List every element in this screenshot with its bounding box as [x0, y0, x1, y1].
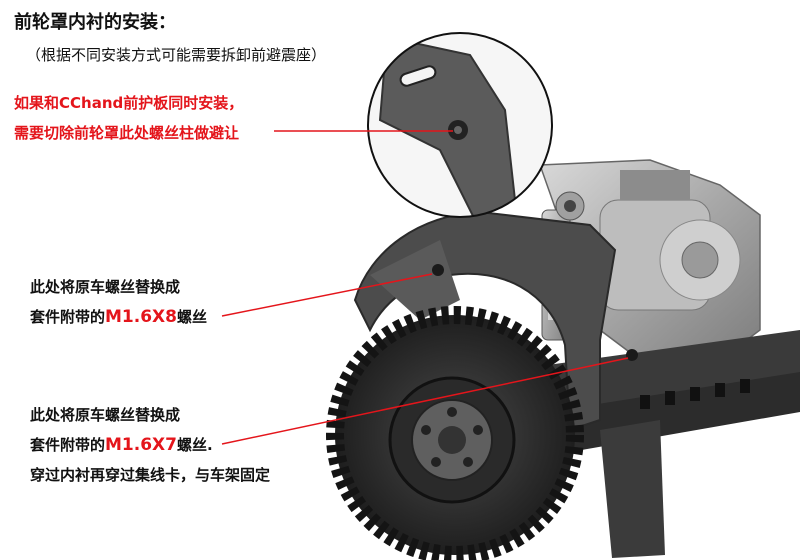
upper-screw-note-line1: 此处将原车螺丝替换成	[30, 278, 181, 296]
lower-screw-prefix: 套件附带的	[30, 436, 106, 454]
lower-screw-note-line3: 穿过内衬再穿过集线卡，与车架固定	[30, 466, 271, 484]
upper-screw-suffix: 螺丝	[176, 308, 207, 326]
lower-screw-size: M1.6X7	[105, 435, 177, 455]
fender-liner	[353, 210, 638, 432]
zoom-detail-circle	[367, 32, 553, 218]
conflict-note-line2: 需要切除前轮罩此处螺丝柱做避让	[14, 124, 240, 142]
upper-screw-prefix: 套件附带的	[30, 308, 106, 326]
lower-screw-note-line1: 此处将原车螺丝替换成	[30, 406, 181, 424]
page-subtitle: （根据不同安装方式可能需要拆卸前避震座）	[26, 46, 327, 64]
lower-screw-note-line2: 套件附带的M1.6X7螺丝.	[30, 434, 213, 455]
tire	[326, 306, 584, 560]
lower-screw-suffix: 螺丝.	[176, 436, 213, 454]
page-title: 前轮罩内衬的安装：	[14, 12, 176, 33]
upper-screw-note-line2: 套件附带的M1.6X8螺丝	[30, 306, 207, 327]
leader-lines	[221, 130, 629, 445]
upper-screw-size: M1.6X8	[105, 307, 177, 327]
mud-flap	[600, 420, 665, 558]
conflict-note-line1: 如果和CChand前护板同时安装，	[14, 94, 244, 112]
